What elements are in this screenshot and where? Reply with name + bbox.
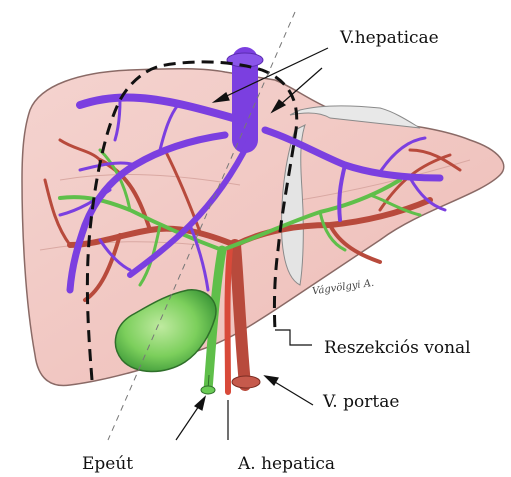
label-v-hepaticae: V.hepaticae [340,30,439,47]
label-epeut: Epeút [82,456,133,473]
label-v-portae: V. portae [323,394,399,411]
label-reszekcios-vonal: Reszekciós vonal [324,340,471,357]
hepatic-artery [228,248,231,392]
label-a-hepatica: A. hepatica [238,456,335,473]
